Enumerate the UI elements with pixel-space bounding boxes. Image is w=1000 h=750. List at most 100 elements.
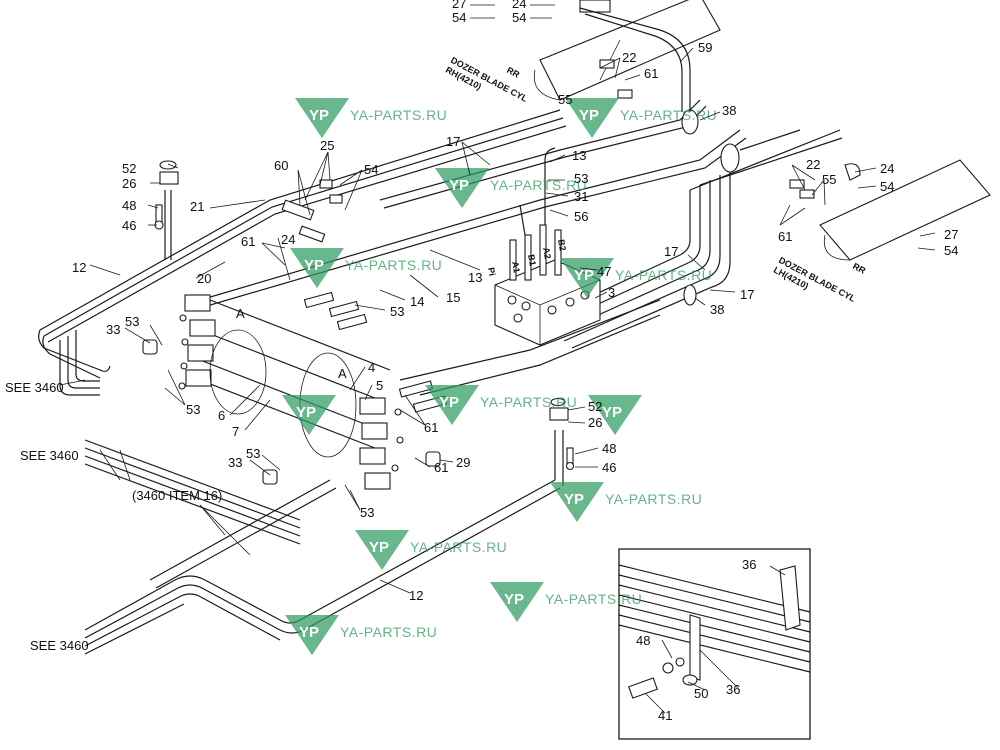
callout: 13	[468, 270, 482, 285]
callout: 21	[190, 199, 204, 214]
fitting-row-upper	[281, 179, 343, 243]
callout: 33	[106, 322, 120, 337]
callout: 31	[574, 189, 588, 204]
svg-text:YP: YP	[296, 404, 316, 421]
watermark-7: YP	[282, 395, 336, 435]
svg-text:YA-PARTS.RU: YA-PARTS.RU	[615, 267, 712, 283]
callout: 61	[434, 460, 448, 475]
callout: 55	[822, 172, 836, 187]
callout: 48	[122, 198, 136, 213]
callout: 61	[778, 229, 792, 244]
callout: 17	[446, 134, 460, 149]
svg-text:YP: YP	[564, 491, 584, 508]
callout: 61	[644, 66, 658, 81]
callout: 53	[125, 314, 139, 329]
callout: 17	[664, 244, 678, 259]
port-label: A1	[510, 261, 522, 274]
svg-text:YA-PARTS.RU: YA-PARTS.RU	[410, 539, 507, 555]
callout: 53	[186, 402, 200, 417]
watermarks: YP YA-PARTS.RU YP YA-PARTS.RU YP YA-PART…	[282, 98, 717, 655]
fitting-29	[425, 451, 441, 467]
reference-labels: SEE 3460 SEE 3460 SEE 3460 (3460 ITEM 16…	[5, 306, 347, 653]
bracket-upper-left	[159, 171, 179, 185]
callout: 4	[368, 360, 375, 375]
svg-text:YA-PARTS.RU: YA-PARTS.RU	[340, 624, 437, 640]
manifold-stack-left	[178, 294, 216, 390]
callout: 54	[452, 10, 466, 25]
callout: 33	[228, 455, 242, 470]
detail-a-circle-left	[209, 329, 267, 415]
svg-text:YA-PARTS.RU: YA-PARTS.RU	[490, 177, 587, 193]
callout: 59	[698, 40, 712, 55]
callout: 27	[452, 0, 466, 11]
callout: 53	[390, 304, 404, 319]
callout: 17	[740, 287, 754, 302]
svg-text:YP: YP	[309, 107, 329, 124]
hose-clamp-middle	[720, 143, 740, 173]
svg-text:YP: YP	[439, 394, 459, 411]
callout: 38	[710, 302, 724, 317]
watermark-9: YP YA-PARTS.RU	[550, 482, 702, 522]
callout: 55	[558, 92, 572, 107]
callout: 15	[446, 290, 460, 305]
item16-reference: (3460 ITEM 16)	[132, 488, 222, 503]
callout: 48	[636, 633, 650, 648]
svg-text:YP: YP	[304, 257, 324, 274]
callout: 46	[602, 460, 616, 475]
callout: 52	[122, 161, 136, 176]
watermark-8: YP	[588, 395, 642, 435]
callout: 52	[588, 399, 602, 414]
callout: 27	[944, 227, 958, 242]
bracket-lower-right	[549, 407, 569, 421]
callout: 36	[742, 557, 756, 572]
see-3460-upper: SEE 3460	[5, 380, 64, 395]
cylinder-lh-side: RR	[851, 261, 868, 276]
callout: 24	[512, 0, 526, 11]
callout: 24	[281, 232, 295, 247]
callout: 22	[806, 157, 820, 172]
callout: 25	[320, 138, 334, 153]
callout: 26	[588, 415, 602, 430]
callout: 47	[597, 264, 611, 279]
svg-text:YA-PARTS.RU: YA-PARTS.RU	[345, 257, 442, 273]
watermark-6: YP YA-PARTS.RU	[425, 385, 577, 425]
watermark-12: YP YA-PARTS.RU	[285, 615, 437, 655]
callout: 61	[424, 420, 438, 435]
svg-text:YA-PARTS.RU: YA-PARTS.RU	[350, 107, 447, 123]
control-valve-block	[494, 147, 601, 346]
callout: 38	[722, 103, 736, 118]
callout: 54	[364, 162, 378, 177]
svg-text:YP: YP	[579, 107, 599, 124]
callout: 60	[274, 158, 288, 173]
callout: 13	[572, 148, 586, 163]
watermark-4: YP YA-PARTS.RU	[290, 248, 442, 288]
see-3460-middle: SEE 3460	[20, 448, 79, 463]
callout: 41	[658, 708, 672, 723]
callout: 29	[456, 455, 470, 470]
svg-text:YP: YP	[299, 624, 319, 641]
watermark-10: YP YA-PARTS.RU	[355, 530, 507, 570]
svg-text:YP: YP	[504, 591, 524, 608]
callout: 46	[122, 218, 136, 233]
callout: 54	[880, 179, 894, 194]
svg-text:YA-PARTS.RU: YA-PARTS.RU	[545, 591, 642, 607]
dozer-blade-cylinder-rh	[533, 0, 721, 112]
callout: 54	[512, 10, 526, 25]
svg-text:YP: YP	[574, 267, 594, 284]
callout: 53	[360, 505, 374, 520]
port-label: A2	[541, 247, 553, 260]
watermark-2: YP YA-PARTS.RU	[565, 98, 717, 138]
callout: 20	[197, 271, 211, 286]
svg-text:YP: YP	[449, 177, 469, 194]
svg-text:YP: YP	[369, 539, 389, 556]
detail-a-left: A	[236, 306, 245, 321]
svg-text:YA-PARTS.RU: YA-PARTS.RU	[480, 394, 577, 410]
callout: 48	[602, 441, 616, 456]
callout: 24	[880, 161, 894, 176]
callout: 56	[574, 209, 588, 224]
watermark-11: YP YA-PARTS.RU	[490, 582, 642, 622]
detail-a-box	[618, 548, 811, 740]
callout: 7	[232, 424, 239, 439]
callout: 53	[574, 171, 588, 186]
